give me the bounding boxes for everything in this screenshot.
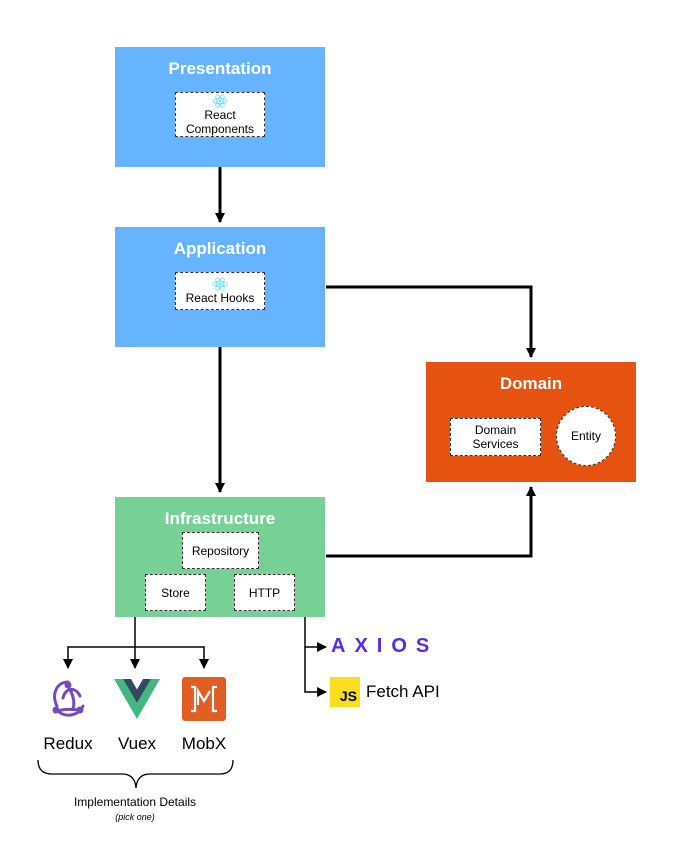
vuex-label: Vuex — [117, 734, 157, 753]
mobx-label: MobX — [181, 734, 227, 753]
arrow-store-redux — [63, 646, 135, 669]
redux-icon — [52, 680, 85, 717]
arrow-infrastructure-domain — [326, 486, 536, 558]
presentation-layer: Presentation React Components — [115, 47, 325, 167]
domain-title: Domain — [499, 374, 563, 393]
store-label: Store — [161, 585, 190, 600]
store-box: Store — [145, 574, 206, 611]
arrow-http-fetch — [304, 647, 327, 697]
application-title: Application — [173, 239, 267, 258]
react-components-box: React Components — [175, 92, 265, 137]
js-icon: JS — [330, 677, 360, 707]
react-icon — [212, 277, 228, 291]
react-hooks-box: React Hooks — [175, 272, 265, 310]
domain-services-label: Domain Services — [472, 423, 519, 451]
react-hooks-label: React Hooks — [185, 291, 255, 305]
arrow-application-domain — [326, 285, 536, 358]
presentation-title: Presentation — [168, 59, 272, 78]
vuex-icon — [114, 679, 160, 719]
domain-services-box: Domain Services — [450, 418, 541, 456]
react-components-label: React Components — [185, 107, 255, 136]
mobx-icon — [182, 677, 226, 721]
infrastructure-title: Infrastructure — [164, 509, 276, 528]
entity-circle: Entity — [556, 406, 616, 466]
curly-brace — [37, 759, 234, 789]
react-icon — [212, 93, 228, 108]
domain-layer: Domain Domain Services Entity — [426, 362, 636, 482]
http-label: HTTP — [248, 585, 281, 600]
redux-label: Redux — [43, 734, 93, 753]
application-layer: Application React Hooks — [115, 227, 325, 347]
entity-label: Entity — [570, 429, 601, 443]
pick-one-note: (pick one) — [115, 812, 155, 822]
fetch-api-label: Fetch API — [366, 682, 440, 701]
axios-logo: AXIOS — [331, 635, 439, 657]
infrastructure-layer: Infrastructure Repository Store HTTP — [115, 497, 325, 617]
arrow-store-mobx — [135, 646, 209, 669]
repository-box: Repository — [182, 532, 259, 569]
http-box: HTTP — [234, 574, 295, 611]
repository-label: Repository — [191, 543, 250, 558]
implementation-details-caption: Implementation Details — [73, 795, 197, 809]
